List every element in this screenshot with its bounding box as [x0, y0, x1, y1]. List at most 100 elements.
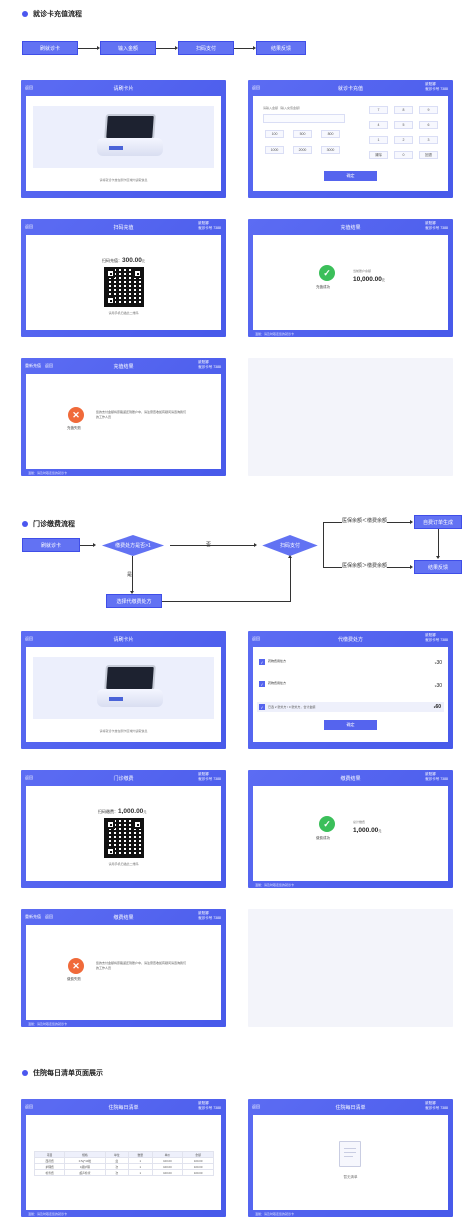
empty-document-icon [339, 1141, 361, 1167]
card-number: 就诊卡号 7388 [198, 916, 221, 920]
preset-3000[interactable]: 3000 [321, 146, 340, 154]
back-link[interactable]: 返回 [252, 636, 260, 641]
key-2[interactable]: 2 [394, 136, 413, 144]
card-number: 就诊卡号 7388 [425, 226, 448, 230]
preset-800[interactable]: 800 [321, 130, 340, 138]
edge-no-label: 否 [206, 542, 212, 548]
amount-input[interactable] [263, 114, 345, 123]
scan-amount: 1,000.00 [118, 808, 144, 815]
edge-yes-label: 是 [127, 571, 133, 578]
amount-label: 请输入金额（输入充值金额） [263, 106, 303, 110]
card-number: 就诊卡号 7388 [425, 638, 448, 642]
scan-hint: 请用手机扫描此二维码 [108, 311, 139, 315]
checkbox-all-icon[interactable]: ✓ [259, 704, 265, 710]
total-value: 1,000.00 [353, 827, 379, 834]
back-link[interactable]: 返回 [25, 636, 33, 641]
card-number: 就诊卡号 7388 [425, 87, 448, 91]
key-1[interactable]: 1 [369, 136, 388, 144]
swipe-hint: 请将就诊卡放在刷卡区域内读取信息 [99, 178, 148, 182]
flow-arrow [170, 543, 257, 547]
key-8[interactable]: 8 [394, 106, 413, 114]
back-link[interactable]: 返回 [45, 914, 53, 919]
flow-step-result: 结果反馈 [256, 41, 306, 55]
confirm-button[interactable]: 确定 [324, 720, 377, 730]
device-area [33, 657, 214, 719]
section-title-topup: 就诊卡充值流程 [22, 9, 82, 19]
footer-note: 温馨：请及时取走您的就诊卡 [28, 1021, 68, 1026]
user-name: 欧阳娜 [198, 772, 209, 776]
total-value: 60 [435, 704, 441, 710]
key-5[interactable]: 5 [394, 121, 413, 129]
balance-label: 当前账户余额 [353, 269, 372, 273]
screen-topup-amount: 返回就诊卡充值 欧阳娜就诊卡号 7388 请输入金额（输入充值金额） 100 5… [248, 80, 453, 198]
screen-title: 住院每日清单 [335, 1105, 366, 1111]
preset-100[interactable]: 100 [265, 130, 284, 138]
back-link[interactable]: 返回 [25, 1104, 33, 1109]
flow2-order: 自费订单生成 [414, 515, 462, 529]
price-value: 30 [436, 683, 442, 689]
scan-amount: 300.00 [122, 257, 142, 264]
scan-amount-row: 扫码缴费：1,000.00元 [98, 808, 146, 815]
balance-value: 10,000.00 [353, 276, 382, 283]
section-title-outpatient: 门诊缴费流程 [22, 519, 75, 529]
key-backspace[interactable]: 回退 [419, 151, 438, 159]
user-name: 欧阳娜 [425, 633, 436, 637]
card-number: 就诊卡号 7388 [198, 226, 221, 230]
table-cell: 100.00 [151, 1169, 184, 1176]
card-number: 就诊卡号 7388 [425, 1106, 448, 1110]
screen-title: 扫码充值 [113, 225, 134, 231]
confirm-button[interactable]: 确定 [324, 171, 377, 181]
back-link[interactable]: 返回 [45, 363, 53, 368]
key-9[interactable]: 9 [419, 106, 438, 114]
flow-line [323, 522, 324, 568]
price-value: 30 [436, 660, 442, 666]
screen-swipe-card-2: 返回请刷卡片 请将就诊卡放在刷卡区域内读取信息 [21, 631, 226, 749]
screen-topup-fail: 重新充值返回充值结果 欧阳娜就诊卡号 7388 ✕ 充值失败 您的支付金额将原路… [21, 358, 226, 476]
back-link[interactable]: 返回 [252, 1104, 260, 1109]
checkbox-checked-icon[interactable]: ✓ [259, 659, 265, 665]
flow2-start: 刷就诊卡 [22, 538, 80, 552]
preset-2000[interactable]: 2000 [293, 146, 312, 154]
key-3[interactable]: 3 [419, 136, 438, 144]
key-6[interactable]: 6 [419, 121, 438, 129]
flow-line [290, 558, 291, 602]
key-7[interactable]: 7 [369, 106, 388, 114]
user-name: 欧阳娜 [198, 911, 209, 915]
key-0[interactable]: 0 [394, 151, 413, 159]
branch-gt-label: 医保余额＞缴费余额 [342, 562, 388, 569]
key-4[interactable]: 4 [369, 121, 388, 129]
key-clear[interactable]: 清除 [369, 151, 388, 159]
screen-title: 门诊缴费 [113, 776, 134, 782]
screen-title: 就诊卡充值 [337, 86, 363, 92]
flow-step-pay: 扫码支付 [178, 41, 234, 55]
fail-x-icon: ✕ [68, 407, 84, 423]
balance-row: 10,000.00元 [353, 276, 385, 283]
card-number: 就诊卡号 7388 [198, 1106, 221, 1110]
card-number: 就诊卡号 7388 [425, 777, 448, 781]
preset-1000[interactable]: 1000 [265, 146, 284, 154]
flow2-pick: 选择代缴费处方 [106, 594, 162, 608]
checkbox-checked-icon[interactable]: ✓ [259, 681, 265, 687]
user-name: 欧阳娜 [425, 221, 436, 225]
flow2-decision: 缴费处方是否>1 [101, 535, 165, 556]
empty-slot [248, 909, 453, 1027]
card-number: 就诊卡号 7388 [198, 365, 221, 369]
retry-link[interactable]: 重新充值 [25, 363, 41, 368]
back-link[interactable]: 返回 [25, 775, 33, 780]
success-label: 缴费成功 [316, 836, 330, 840]
flow-arrow [80, 543, 96, 547]
user-name: 欧阳娜 [425, 1101, 436, 1105]
arrow-down-icon [129, 591, 134, 594]
section-dot-icon [22, 1070, 28, 1076]
flow-line [438, 529, 439, 557]
total-price: ¥60 [433, 704, 441, 710]
back-link[interactable]: 返回 [25, 85, 33, 90]
screen-pay-fail: 重新充值返回缴费结果 欧阳娜就诊卡号 7388 ✕ 缴费失败 您的支付金额将原路… [21, 909, 226, 1027]
back-link[interactable]: 返回 [252, 85, 260, 90]
retry-link[interactable]: 重新充值 [25, 914, 41, 919]
prescription-name: 药物费用处方 [268, 681, 287, 685]
back-link[interactable]: 返回 [25, 224, 33, 229]
preset-500[interactable]: 500 [293, 130, 312, 138]
screen-title: 充值结果 [340, 225, 361, 231]
